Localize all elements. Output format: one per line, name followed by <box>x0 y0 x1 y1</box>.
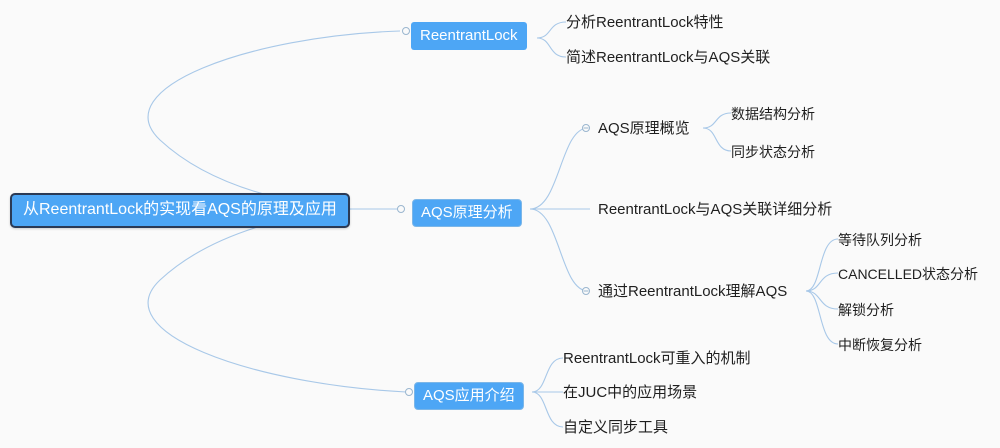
leaf-node-describe-reentrantlock-aqs-relation[interactable]: 简述ReentrantLock与AQS关联 <box>564 47 772 68</box>
branch-node-aqs-principle-analysis[interactable]: AQS原理分析 <box>412 199 522 227</box>
link-apply-child1 <box>531 357 564 393</box>
branch-node-label: ReentrantLock <box>420 27 518 44</box>
root-node[interactable]: 从ReentrantLock的实现看AQS的原理及应用 <box>10 193 350 228</box>
toggle-aqs-apply <box>405 388 413 396</box>
leaf-node-label: 等待队列分析 <box>838 232 922 248</box>
subnode-understand-aqs-via-reentrantlock[interactable]: 通过ReentrantLock理解AQS <box>596 281 789 302</box>
leaf-node-interrupt-recovery-analysis[interactable]: 中断恢复分析 <box>836 335 924 355</box>
branch-node-aqs-application-intro[interactable]: AQS应用介绍 <box>414 382 524 410</box>
leaf-node-label: 同步状态分析 <box>731 144 815 160</box>
branch-node-reentrantlock[interactable]: ReentrantLock <box>411 22 527 50</box>
leaf-node-juc-application-scenarios[interactable]: 在JUC中的应用场景 <box>561 382 699 403</box>
leaf-node-unlock-analysis[interactable]: 解锁分析 <box>836 300 896 320</box>
leaf-node-label: ReentrantLock可重入的机制 <box>563 350 751 367</box>
leaf-node-analyze-reentrantlock-features[interactable]: 分析ReentrantLock特性 <box>564 12 726 33</box>
leaf-node-wait-queue-analysis[interactable]: 等待队列分析 <box>836 230 924 250</box>
root-node-label: 从ReentrantLock的实现看AQS的原理及应用 <box>23 201 337 218</box>
subnode-label: ReentrantLock与AQS关联详细分析 <box>598 201 833 218</box>
link-rl-child2 <box>536 37 567 58</box>
subnode-label: AQS原理概览 <box>598 120 690 137</box>
link-root-reentrantlock <box>147 30 401 210</box>
toggle-aqs-overview <box>582 124 590 132</box>
link-understand-child1 <box>805 238 839 292</box>
toggle-understand-aqs <box>582 287 590 295</box>
link-aqs-child1 <box>529 127 589 210</box>
branch-node-label: AQS原理分析 <box>421 204 513 221</box>
leaf-node-cancelled-state-analysis[interactable]: CANCELLED状态分析 <box>836 264 980 284</box>
link-understand-child2 <box>805 272 839 292</box>
leaf-node-label: 解锁分析 <box>838 302 894 318</box>
link-understand-child4 <box>805 290 839 345</box>
leaf-node-label: 中断恢复分析 <box>838 337 922 353</box>
toggle-reentrantlock <box>402 27 410 35</box>
leaf-node-sync-state-analysis[interactable]: 同步状态分析 <box>729 142 817 162</box>
leaf-node-label: 数据结构分析 <box>731 106 815 122</box>
leaf-node-data-structure-analysis[interactable]: 数据结构分析 <box>729 104 817 124</box>
leaf-node-custom-sync-tools[interactable]: 自定义同步工具 <box>561 417 670 438</box>
link-overview-child2 <box>702 127 732 152</box>
subnode-label: 通过ReentrantLock理解AQS <box>598 283 788 300</box>
leaf-node-label: 在JUC中的应用场景 <box>563 384 698 401</box>
leaf-node-label: CANCELLED状态分析 <box>838 266 979 282</box>
leaf-node-reentrantlock-reentrancy-mechanism[interactable]: ReentrantLock可重入的机制 <box>561 348 753 369</box>
leaf-node-label: 分析ReentrantLock特性 <box>566 14 724 31</box>
leaf-node-label: 简述ReentrantLock与AQS关联 <box>566 49 771 66</box>
subnode-reentrantlock-aqs-detailed-analysis[interactable]: ReentrantLock与AQS关联详细分析 <box>596 199 834 220</box>
link-understand-child3 <box>805 290 839 310</box>
link-overview-child1 <box>702 112 732 129</box>
link-root-aqs-apply <box>147 208 407 393</box>
link-apply-child3 <box>531 391 564 428</box>
link-aqs-child3 <box>529 208 589 292</box>
branch-node-label: AQS应用介绍 <box>423 387 515 404</box>
subnode-aqs-principle-overview[interactable]: AQS原理概览 <box>596 118 692 139</box>
toggle-aqs-principle <box>397 205 405 213</box>
leaf-node-label: 自定义同步工具 <box>563 419 669 436</box>
link-rl-child1 <box>536 21 567 39</box>
